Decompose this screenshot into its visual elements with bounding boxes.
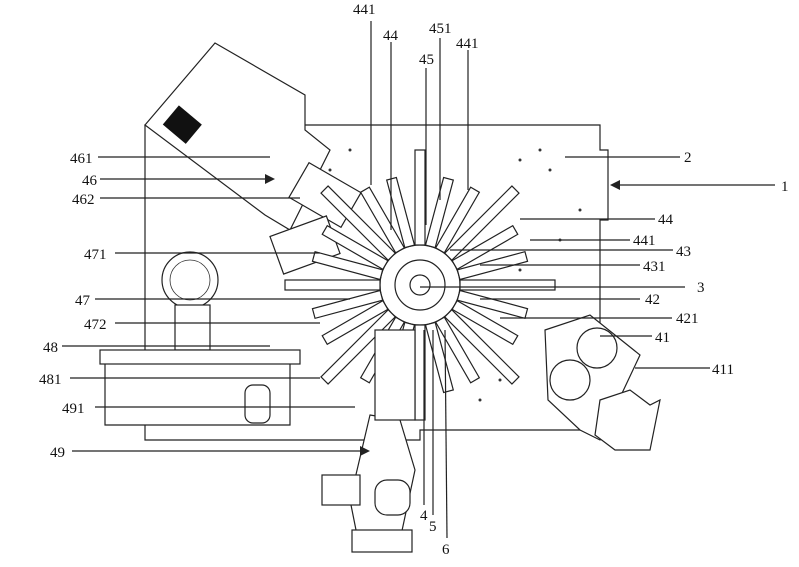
label-451: 451 — [429, 21, 452, 37]
station-arm — [434, 316, 481, 384]
station-arm — [459, 279, 556, 291]
station-arm — [424, 176, 455, 249]
label-441: 441 — [633, 233, 656, 249]
label-42: 42 — [645, 292, 660, 308]
label-41: 41 — [655, 330, 670, 346]
station-arm — [451, 299, 519, 346]
rotary-table-3 — [379, 244, 461, 326]
label-3: 3 — [697, 280, 705, 296]
label-47: 47 — [75, 293, 91, 309]
leader-lines — [62, 21, 775, 539]
label-46: 46 — [82, 173, 98, 189]
station-arm — [284, 279, 381, 291]
label-472: 472 — [84, 317, 107, 333]
station-arm — [414, 149, 426, 246]
unit-41 — [544, 314, 661, 451]
label-431: 431 — [643, 259, 666, 275]
label-6: 6 — [442, 542, 450, 558]
label-2: 2 — [684, 150, 692, 166]
label-5: 5 — [429, 519, 437, 535]
station-arm — [434, 186, 481, 254]
label-441: 441 — [353, 2, 376, 18]
label-1: 1 — [781, 179, 789, 195]
label-48: 48 — [43, 340, 58, 356]
label-45: 45 — [419, 52, 434, 68]
label-481: 481 — [39, 372, 62, 388]
label-471: 471 — [84, 247, 107, 263]
label-461: 461 — [70, 151, 93, 167]
station-arm — [451, 224, 519, 271]
reference-labels: 441 44 451 441 45 461 2 46 1 462 44 441 … — [39, 2, 789, 558]
label-491: 491 — [62, 401, 85, 417]
station-arm — [320, 185, 397, 262]
station-arm — [320, 308, 397, 385]
label-441: 441 — [456, 36, 479, 52]
radial-stations — [284, 149, 556, 421]
output-49 — [321, 329, 416, 553]
label-462: 462 — [72, 192, 95, 208]
label-44: 44 — [658, 212, 674, 228]
station-arm — [443, 308, 520, 385]
station-arm — [311, 250, 384, 281]
label-4: 4 — [420, 508, 428, 524]
label-44: 44 — [383, 28, 399, 44]
label-421: 421 — [676, 311, 699, 327]
label-49: 49 — [50, 445, 65, 461]
label-43: 43 — [676, 244, 691, 260]
station-arm — [321, 224, 389, 271]
station-arm — [443, 185, 520, 262]
station-arm — [359, 186, 406, 254]
label-411: 411 — [712, 362, 734, 378]
station-arm — [321, 299, 389, 346]
